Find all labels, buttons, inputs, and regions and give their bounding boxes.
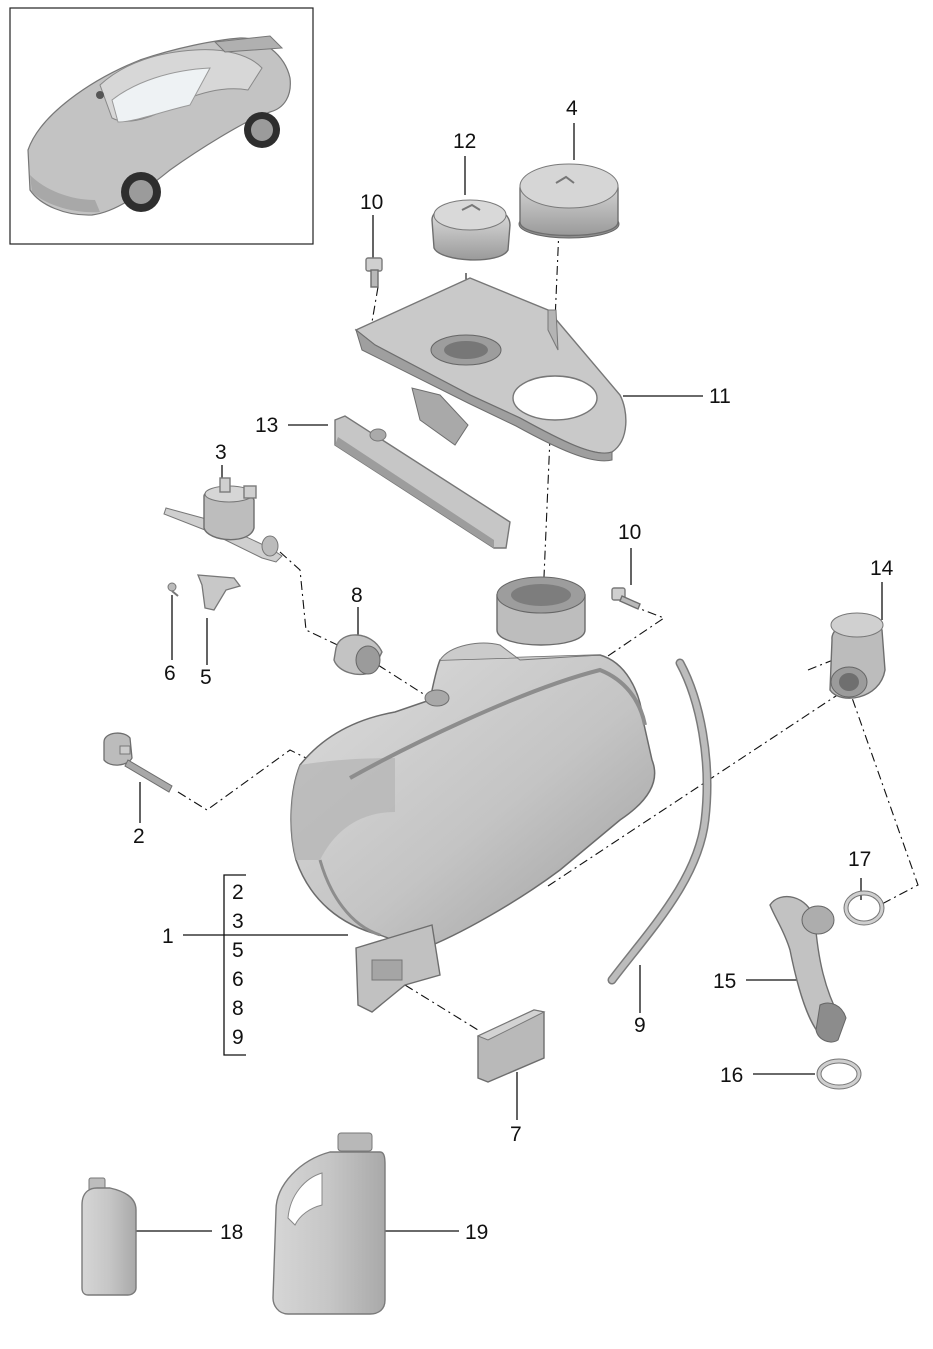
insulation-strip [334,415,511,549]
callout-1: 1 [162,925,174,948]
screw-upper [365,257,383,288]
filler-cap-small [431,199,511,261]
callout-labels: 4 12 10 11 13 3 10 14 8 6 5 2 17 1 15 9 … [133,97,894,1244]
callout-3: 3 [215,441,227,464]
vehicle-thumbnail [9,7,314,245]
vent-hose [607,658,712,985]
callout-2: 2 [133,825,145,848]
callout-13: 13 [255,414,278,437]
grommet [333,634,383,676]
part-1-contents: 2 3 5 6 8 9 [232,881,244,1049]
bracket-item: 2 [232,881,244,904]
bracket-item: 3 [232,910,244,933]
hose-connector [829,612,886,699]
callout-17: 17 [848,848,871,871]
mounting-bracket [354,277,627,462]
hose-clamp-upper [843,890,885,926]
expansion-tank [290,576,656,1013]
car-illustration [27,35,291,216]
part-1-bracket [223,874,246,1056]
callout-10-upper: 10 [360,191,383,214]
bracket-item: 9 [232,1026,244,1049]
callout-18: 18 [220,1221,243,1244]
callout-12: 12 [453,130,476,153]
filler-cap-large [518,163,620,239]
callout-7: 7 [510,1123,522,1146]
callout-15: 15 [713,970,736,993]
rubber-pad [476,1009,546,1083]
coolant-hose [769,895,847,1043]
holder-clip [197,574,242,611]
callout-16: 16 [720,1064,743,1087]
callout-9: 9 [634,1014,646,1037]
coolant-jug-large [272,1132,386,1315]
callout-10-lower: 10 [618,521,641,544]
coolant-bottle-small [81,1177,137,1296]
callout-11: 11 [709,385,731,408]
hose-clamp-lower [816,1058,862,1090]
bracket-item: 5 [232,939,244,962]
callout-4: 4 [566,97,578,120]
level-sensor [103,732,173,793]
callout-14: 14 [870,557,894,580]
bracket-item: 6 [232,968,244,991]
pressure-valve [163,477,283,563]
retaining-pin [167,582,179,597]
callout-19: 19 [465,1221,488,1244]
callout-8: 8 [351,584,363,607]
leader-lines [136,123,883,1232]
callout-6: 6 [164,662,176,685]
screw-lower [611,587,641,610]
bracket-item: 8 [232,997,244,1020]
callout-5: 5 [200,666,212,689]
